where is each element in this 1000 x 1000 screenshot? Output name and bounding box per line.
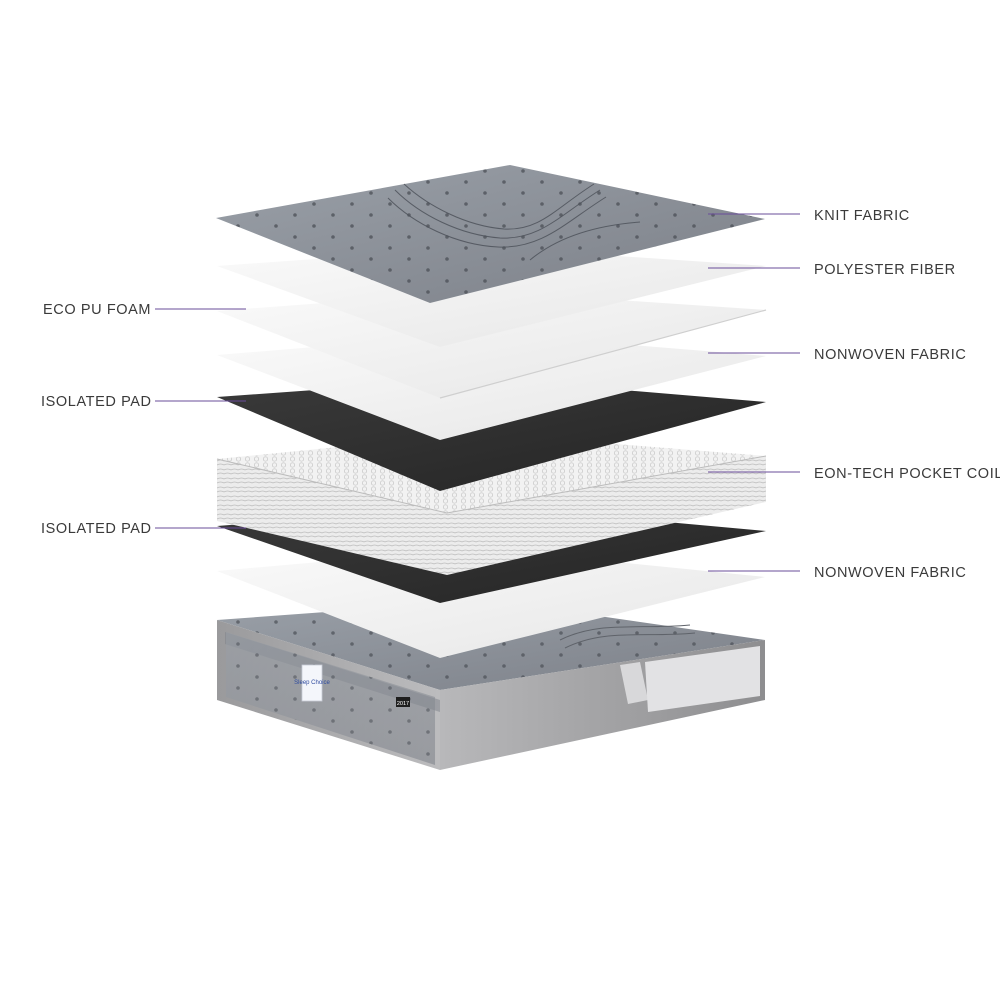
size-tag bbox=[396, 697, 410, 707]
label-nonwoven-fabric-top: NONWOVEN FABRIC bbox=[814, 347, 966, 363]
brand-logo bbox=[301, 664, 323, 702]
label-isolated-pad-bottom: ISOLATED PAD bbox=[41, 521, 152, 537]
pocket-coil-front bbox=[217, 459, 447, 575]
label-knit-fabric: KNIT FABRIC bbox=[814, 208, 910, 224]
knit-fabric-quilt-swirl bbox=[387, 183, 641, 261]
pocket-coil-edge bbox=[216, 455, 767, 514]
callouts-right: KNIT FABRIC POLYESTER FIBER NONWOVEN FAB… bbox=[708, 208, 1000, 581]
eco-pu-foam-edge bbox=[439, 309, 767, 399]
label-nonwoven-fabric-bottom: NONWOVEN FABRIC bbox=[814, 565, 966, 581]
base-mattress-side-band bbox=[620, 662, 648, 704]
callouts-left: ECO PU FOAM ISOLATED PAD ISOLATED PAD bbox=[41, 302, 246, 537]
label-polyester-fiber: POLYESTER FIBER bbox=[814, 262, 956, 278]
base-mattress-front-tufts bbox=[226, 632, 435, 765]
base-mattress-quilt-swirl bbox=[559, 624, 696, 649]
label-eco-pu-foam: ECO PU FOAM bbox=[43, 302, 151, 318]
layer-eco-pu-foam bbox=[217, 291, 766, 398]
layer-knit-fabric bbox=[216, 165, 765, 303]
label-isolated-pad-top: ISOLATED PAD bbox=[41, 394, 152, 410]
layer-nonwoven-fabric-bottom bbox=[217, 548, 765, 658]
brand-logo-text: Sleep Choice bbox=[294, 680, 330, 686]
label-pocket-coil: EON-TECH POCKET COIL bbox=[814, 466, 1000, 482]
pocket-coil-right bbox=[447, 456, 766, 575]
size-tag-text: 2017 bbox=[397, 701, 409, 707]
knit-fabric-tufts bbox=[216, 165, 765, 303]
base-mattress-side-panel bbox=[645, 646, 760, 712]
